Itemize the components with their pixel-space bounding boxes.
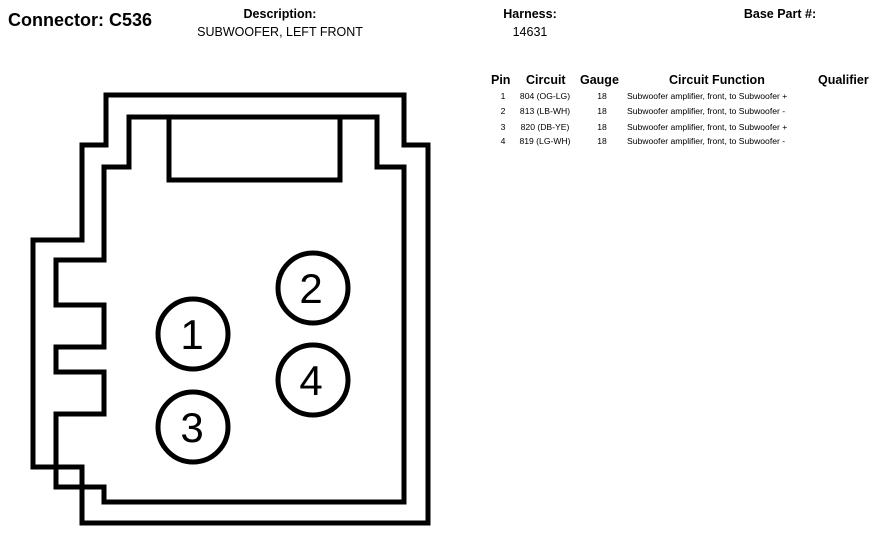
cell-pin: 4 (500, 136, 506, 146)
harness-label: Harness: (503, 7, 557, 21)
harness-value: 14631 (512, 25, 548, 39)
cell-function: Subwoofer amplifier, front, to Subwoofer… (627, 136, 786, 146)
base-part-label: Base Part #: (743, 7, 817, 21)
pin-cavity-4 (275, 342, 351, 418)
cell-circuit: 804 (OG-LG) (519, 91, 571, 101)
pin-label-3: 3 (180, 404, 203, 451)
column-header-qualifier: Qualifier (818, 73, 869, 87)
column-header-pin: Pin (491, 73, 511, 87)
housing-outer-outline (30, 92, 431, 526)
cell-circuit: 813 (LB-WH) (519, 106, 571, 116)
cell-pin: 3 (500, 122, 506, 132)
column-header-gauge: Gauge (580, 73, 619, 87)
cell-circuit: 819 (LG-WH) (519, 136, 571, 146)
pin-label-2: 2 (299, 265, 322, 312)
column-header-circuit-function: Circuit Function (669, 73, 765, 87)
pin-label-4: 4 (299, 357, 322, 404)
cell-function: Subwoofer amplifier, front, to Subwoofer… (627, 91, 788, 101)
pin-cavity-1 (155, 296, 231, 372)
pin-cavity-2 (275, 250, 351, 326)
cell-pin: 2 (500, 106, 506, 116)
cell-gauge: 18 (597, 91, 607, 101)
housing-inner-outline (53, 114, 407, 505)
connector-title: Connector: C536 (8, 10, 153, 30)
cell-pin: 1 (500, 91, 506, 101)
cell-gauge: 18 (597, 122, 607, 132)
cell-function: Subwoofer amplifier, front, to Subwoofer… (627, 106, 786, 116)
housing-latch (166, 114, 343, 183)
cell-function: Subwoofer amplifier, front, to Subwoofer… (627, 122, 788, 132)
cell-gauge: 18 (597, 136, 607, 146)
pin-cavity-3 (155, 389, 231, 465)
description-value: SUBWOOFER, LEFT FRONT (197, 25, 363, 39)
cell-circuit: 820 (DB-YE) (520, 122, 570, 132)
description-label: Description: (243, 7, 317, 21)
pin-label-1: 1 (180, 311, 203, 358)
cell-gauge: 18 (597, 106, 607, 116)
column-header-circuit: Circuit (526, 73, 566, 87)
